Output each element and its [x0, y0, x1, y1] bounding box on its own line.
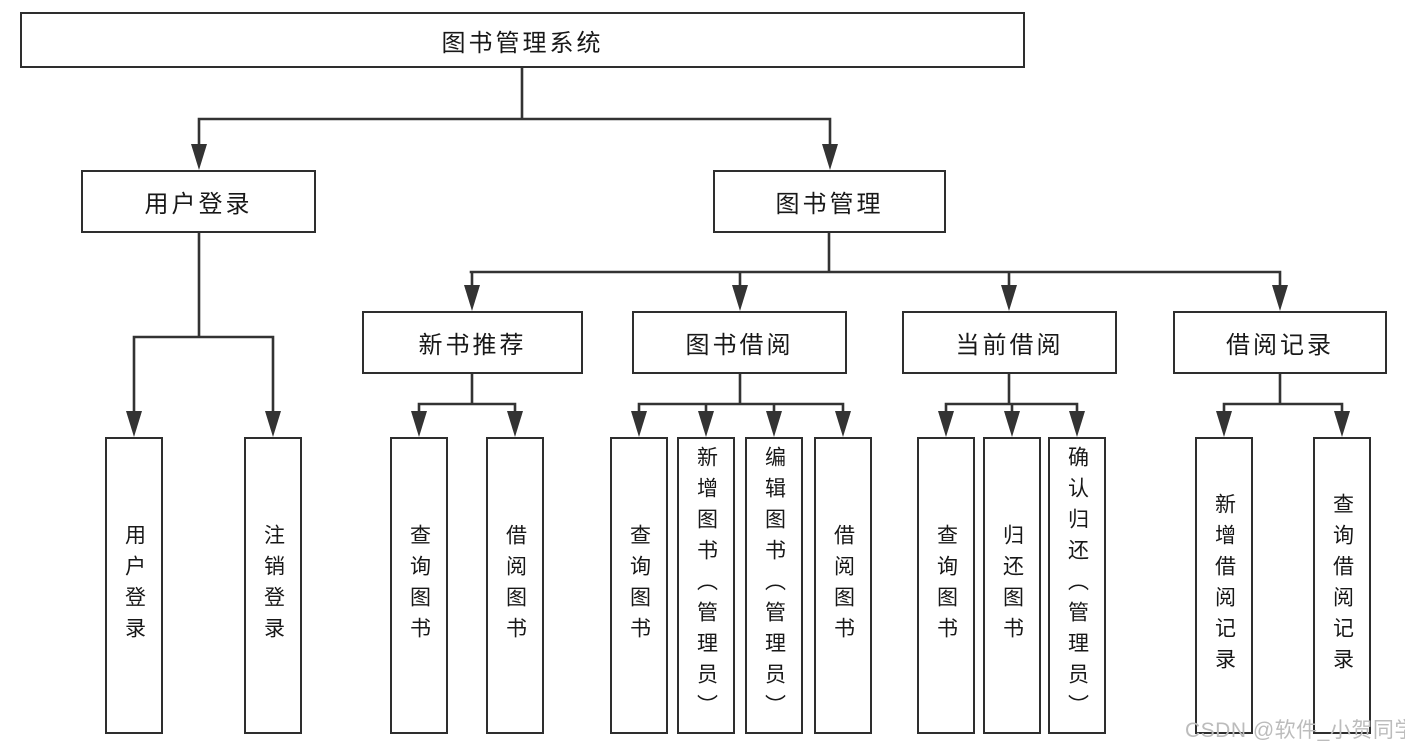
node-logout: 注销登录	[244, 437, 302, 734]
node-current-borrowing: 当前借阅	[902, 311, 1117, 374]
arrow-down-icon	[1001, 285, 1017, 311]
arrow-down-icon	[631, 411, 647, 437]
arrow-down-icon	[411, 411, 427, 437]
node-confirm-return-admin: 确认归还（管理员）	[1048, 437, 1106, 734]
arrow-down-icon	[464, 285, 480, 311]
node-book-borrowing: 图书借阅	[632, 311, 847, 374]
node-user-login: 用户登录	[81, 170, 316, 233]
arrow-down-icon	[732, 285, 748, 311]
watermark: CSDN @软件_小贺同学	[1185, 719, 1405, 742]
arrow-down-icon	[126, 411, 142, 437]
arrow-down-icon	[1069, 411, 1085, 437]
node-book-management: 图书管理	[713, 170, 946, 233]
arrow-down-icon	[938, 411, 954, 437]
node-query-books-borrowing: 查询图书	[610, 437, 668, 734]
arrow-down-icon	[265, 411, 281, 437]
node-edit-book-admin: 编辑图书（管理员）	[745, 437, 803, 734]
arrow-down-icon	[1334, 411, 1350, 437]
node-borrow-book-recommend: 借阅图书	[486, 437, 544, 734]
node-new-book-recommend: 新书推荐	[362, 311, 583, 374]
node-leaf-user-login: 用户登录	[105, 437, 163, 734]
node-borrow-book-borrowing: 借阅图书	[814, 437, 872, 734]
arrow-down-icon	[822, 144, 838, 170]
node-query-books-recommend: 查询图书	[390, 437, 448, 734]
arrow-down-icon	[507, 411, 523, 437]
arrow-down-icon	[835, 411, 851, 437]
node-add-borrow-record: 新增借阅记录	[1195, 437, 1253, 734]
node-query-borrow-record: 查询借阅记录	[1313, 437, 1371, 734]
node-borrow-records: 借阅记录	[1173, 311, 1387, 374]
node-query-books-current: 查询图书	[917, 437, 975, 734]
arrow-down-icon	[1004, 411, 1020, 437]
arrow-down-icon	[698, 411, 714, 437]
node-root: 图书管理系统	[20, 12, 1025, 68]
node-add-book-admin: 新增图书（管理员）	[677, 437, 735, 734]
node-return-book: 归还图书	[983, 437, 1041, 734]
arrow-down-icon	[766, 411, 782, 437]
arrow-down-icon	[191, 144, 207, 170]
arrow-down-icon	[1272, 285, 1288, 311]
arrow-down-icon	[1216, 411, 1232, 437]
